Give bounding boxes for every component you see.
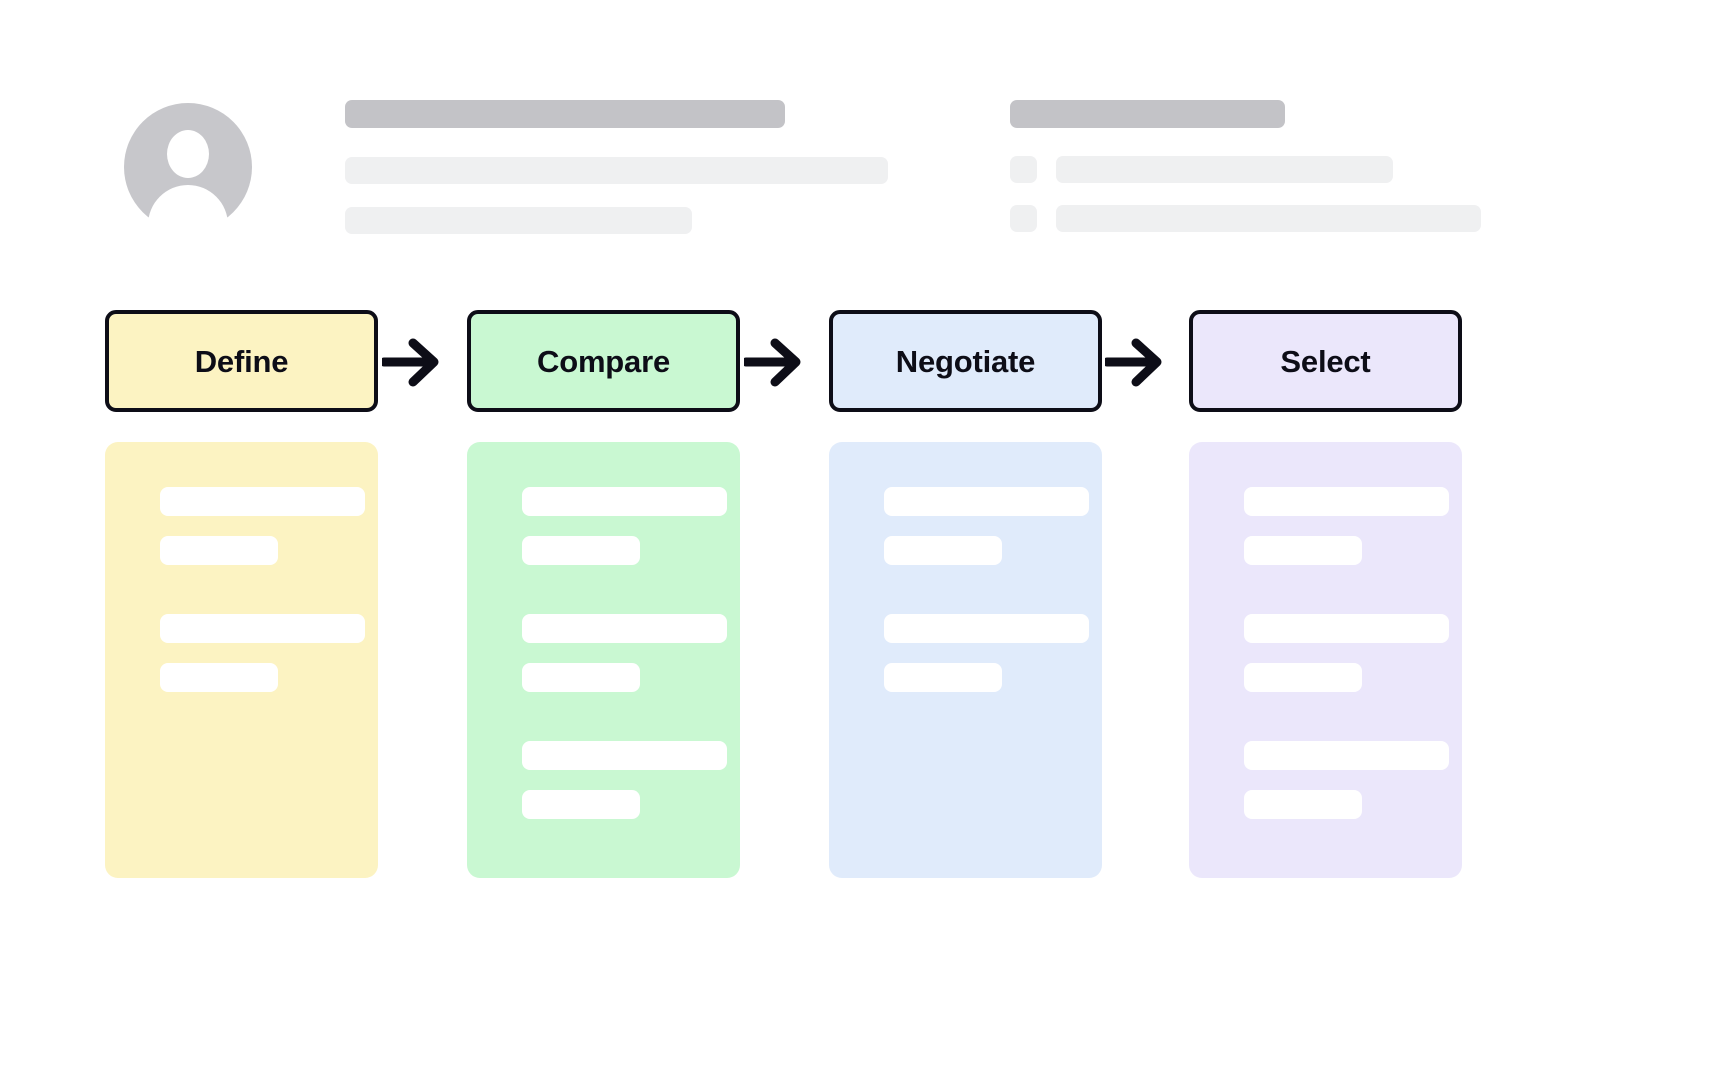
header-right-title-placeholder <box>1010 100 1285 128</box>
header-left-title-placeholder <box>345 100 785 128</box>
placeholder-bar-short <box>522 790 640 819</box>
placeholder-bar-long <box>1244 614 1449 643</box>
placeholder-bar-short <box>1244 790 1362 819</box>
step-box-select[interactable]: Select <box>1189 310 1462 412</box>
step-label: Compare <box>537 343 670 379</box>
placeholder-bar-long <box>884 487 1089 516</box>
placeholder-group <box>1244 614 1462 692</box>
placeholder-bar-long <box>160 487 365 516</box>
placeholder-bar-long <box>522 614 727 643</box>
header-left-placeholder-block <box>345 100 888 234</box>
placeholder-bar-short <box>884 536 1002 565</box>
placeholder-bar-long <box>522 741 727 770</box>
checkbox-placeholder-icon <box>1010 156 1037 183</box>
header-right-line-placeholder-1 <box>1056 156 1393 183</box>
step-panel-negotiate <box>829 442 1102 878</box>
placeholder-group <box>1244 487 1462 565</box>
step-label: Select <box>1280 343 1371 379</box>
header-left-line-placeholder-1 <box>345 157 888 184</box>
placeholder-group <box>160 487 378 565</box>
placeholder-bar-long <box>522 487 727 516</box>
placeholder-group <box>884 487 1102 565</box>
placeholder-bar-short <box>160 536 278 565</box>
arrow-right-icon <box>1105 334 1167 390</box>
header-left-line-placeholder-2 <box>345 207 692 234</box>
placeholder-bar-short <box>522 536 640 565</box>
placeholder-group <box>160 614 378 692</box>
step-label: Negotiate <box>895 343 1036 379</box>
placeholder-bar-long <box>1244 741 1449 770</box>
step-box-compare[interactable]: Compare <box>467 310 740 412</box>
placeholder-bar-short <box>1244 663 1362 692</box>
header-right-line-placeholder-2 <box>1056 205 1481 232</box>
placeholder-bar-long <box>884 614 1089 643</box>
step-panel-compare <box>467 442 740 878</box>
header-region <box>0 0 1728 270</box>
step-panel-select <box>1189 442 1462 878</box>
placeholder-group <box>522 487 740 565</box>
user-avatar-icon <box>124 103 252 231</box>
header-right-row <box>1010 205 1481 232</box>
placeholder-group <box>1244 741 1462 819</box>
checkbox-placeholder-icon <box>1010 205 1037 232</box>
arrow-right-icon <box>744 334 806 390</box>
step-box-negotiate[interactable]: Negotiate <box>829 310 1102 412</box>
step-box-define[interactable]: Define <box>105 310 378 412</box>
arrow-right-icon <box>382 334 444 390</box>
placeholder-group <box>884 614 1102 692</box>
placeholder-bar-long <box>1244 487 1449 516</box>
placeholder-bar-long <box>160 614 365 643</box>
placeholder-bar-short <box>160 663 278 692</box>
header-right-row <box>1010 156 1481 183</box>
placeholder-group <box>522 741 740 819</box>
step-label: Define <box>194 343 289 379</box>
placeholder-bar-short <box>1244 536 1362 565</box>
header-right-placeholder-block <box>1010 100 1481 254</box>
placeholder-group <box>522 614 740 692</box>
placeholder-bar-short <box>522 663 640 692</box>
placeholder-bar-short <box>884 663 1002 692</box>
step-panel-define <box>105 442 378 878</box>
